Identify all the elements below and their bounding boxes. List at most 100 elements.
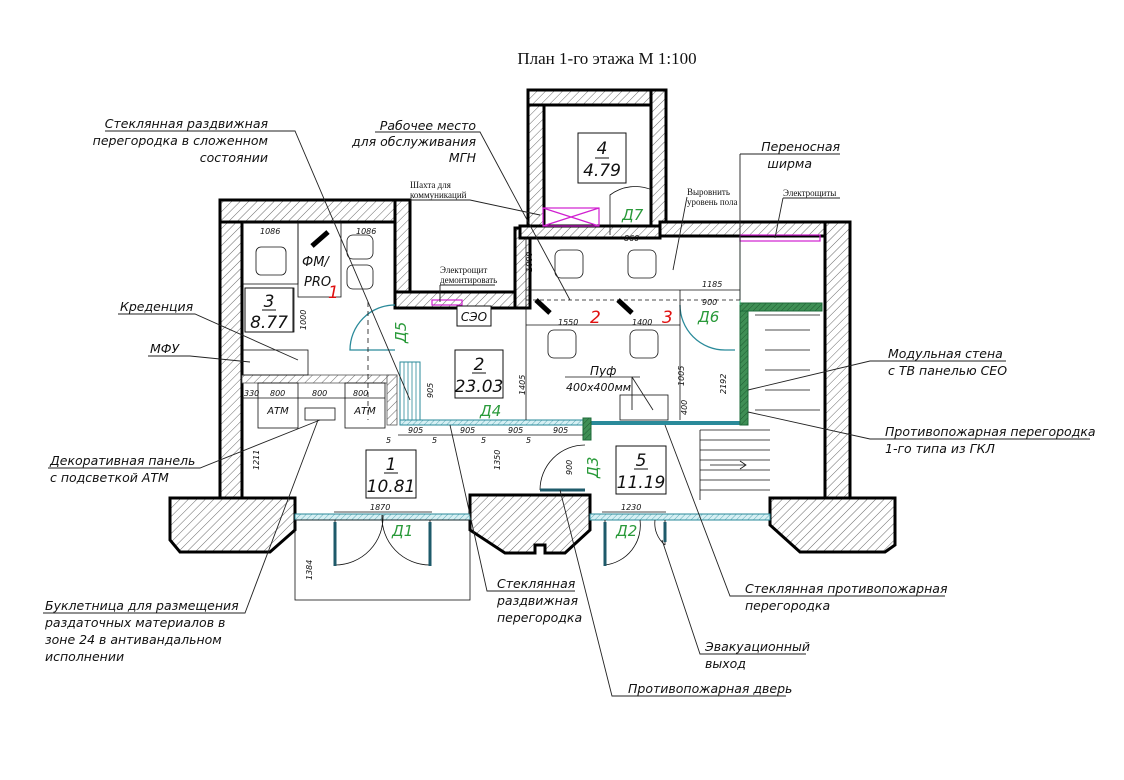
dimension: 1005 <box>677 366 686 386</box>
dimension: 1086 <box>356 227 376 236</box>
dimension: 1086 <box>260 227 280 236</box>
callout-text: Стеклянная противопожарная <box>745 581 948 596</box>
callout-glass-folded: Стеклянная раздвижная перегородка в слож… <box>93 116 411 401</box>
callout-glass-fire: Стеклянная противопожарная перегородка <box>664 424 948 613</box>
dimension: 1000 <box>525 252 534 272</box>
callout-text: зоне 24 в антивандальном <box>45 632 222 647</box>
dimension: 1230 <box>621 503 641 512</box>
door-label: Д5 <box>392 322 410 344</box>
note-panel: демонтировать <box>440 275 497 285</box>
room-area: 11.19 <box>617 473 666 493</box>
dimension: 860 <box>624 234 639 243</box>
dimension: 1550 <box>558 318 578 327</box>
room-number: 2 <box>474 355 485 375</box>
atm-label: АТМ <box>266 406 289 417</box>
dimension: 905 <box>426 383 435 398</box>
callout-text: Рабочее место <box>380 118 477 133</box>
dimension: 5 <box>526 436 531 445</box>
callout-text: Буклетница для размещения <box>45 598 239 613</box>
room-area: 4.79 <box>583 161 621 181</box>
callout-text: перегородка в сложенном <box>93 133 268 148</box>
dimension: 1384 <box>305 560 314 580</box>
callout-mgn: Рабочее место для обслуживания МГН <box>351 118 571 301</box>
puf-label: Пуф <box>590 364 616 378</box>
dimension: 800 <box>353 389 368 398</box>
door-label: Д7 <box>621 206 644 224</box>
callout-text: МГН <box>449 150 477 165</box>
callout-text: раздаточных материалов в <box>44 615 225 630</box>
callout-text: с подсветкой АТМ <box>50 470 169 485</box>
callout-screen: Переносная ширма <box>739 139 840 300</box>
dimension: 800 <box>312 389 327 398</box>
callout-text: раздвижная <box>496 593 578 608</box>
callout-text: Противопожарная дверь <box>628 681 792 696</box>
workplace-number: 2 <box>590 308 601 328</box>
interior-lines <box>241 221 820 500</box>
callout-booklet: Буклетница для размещения раздаточных ма… <box>43 419 319 664</box>
note-floor: Выровнить <box>687 187 730 197</box>
pro-label: PRO <box>304 275 331 290</box>
callout-text: Противопожарная перегородка <box>885 424 1096 439</box>
callout-text: Стеклянная <box>497 576 576 591</box>
note-panel: Электрощит <box>440 265 487 275</box>
note-floor: уровень пола <box>687 197 738 207</box>
callout-text: выход <box>705 656 746 671</box>
door-label: Д4 <box>479 402 501 420</box>
dimension: 2192 <box>719 374 728 394</box>
dimension: 905 <box>553 426 568 435</box>
door-labels: Д1 Д2 Д3 Д4 Д5 Д6 Д7 <box>391 206 719 540</box>
callout-evac: Эвакуационный выход <box>661 539 810 671</box>
callout-text: ширма <box>767 156 812 171</box>
dimension: 905 <box>508 426 523 435</box>
callout-text: Модульная стена <box>888 346 1003 361</box>
door-label: Д1 <box>391 522 413 540</box>
dimension: 5 <box>386 436 391 445</box>
dimension: 1405 <box>518 375 527 395</box>
door-label: Д6 <box>697 308 719 326</box>
dimension: 1211 <box>252 450 261 470</box>
callout-text: Переносная <box>761 139 840 154</box>
door-label: Д3 <box>584 457 602 479</box>
callout-mfu: МФУ <box>148 341 251 363</box>
callout-text: с ТВ панелью СЕО <box>888 363 1007 378</box>
callout-deco-panel: Декоративная панель с подсветкой АТМ <box>48 419 321 485</box>
callout-text: Креденция <box>120 299 194 314</box>
workplace-number: 3 <box>662 308 673 328</box>
dimension: 330 <box>244 389 259 398</box>
callout-modular-wall: Модульная стена с ТВ панелью СЕО <box>747 346 1007 391</box>
note-shaft: коммуникаций <box>410 190 467 200</box>
note-shaft: Шахта для <box>410 180 451 190</box>
room-number: 1 <box>386 455 397 475</box>
callouts: Стеклянная раздвижная перегородка в слож… <box>43 116 1096 697</box>
callout-text: 1-го типа из ГКЛ <box>885 441 995 456</box>
door-label: Д2 <box>615 522 637 540</box>
callout-text: состоянии <box>200 150 268 165</box>
dimensions: 1086 1086 1000 330 800 800 800 905 905 9… <box>242 227 728 580</box>
note-panels: Электрощиты <box>783 188 836 198</box>
room-area: 8.77 <box>250 313 288 333</box>
plan-title: План 1-го этажа М 1:100 <box>517 49 696 68</box>
dimension: 5 <box>432 436 437 445</box>
callout-text: для обслуживания <box>351 134 476 149</box>
dimension: 900 <box>565 460 574 475</box>
room-area: 23.03 <box>455 377 504 397</box>
room-number: 5 <box>636 451 647 471</box>
callout-text: исполнении <box>45 649 124 664</box>
dimension: 1185 <box>702 280 722 289</box>
callout-text: перегородка <box>745 598 830 613</box>
dimension: 905 <box>460 426 475 435</box>
dimension: 1350 <box>493 450 502 470</box>
puf-size-label: 400x400мм <box>566 381 631 394</box>
dimension: 905 <box>408 426 423 435</box>
dimension: 1870 <box>370 503 390 512</box>
dimension: 800 <box>270 389 285 398</box>
workplace-numbers: 1 2 3 <box>328 283 673 328</box>
room-number: 3 <box>264 292 275 312</box>
workplace-number: 1 <box>328 283 339 303</box>
furniture-labels: ФМ/ PRO СЭО АТМ АТМ Пуф 400x400мм <box>266 255 654 417</box>
fm-label: ФМ/ <box>302 255 330 270</box>
callout-credenza: Креденция <box>118 299 299 361</box>
partitions <box>294 186 823 601</box>
monitors <box>310 230 634 315</box>
callout-text: перегородка <box>497 610 582 625</box>
